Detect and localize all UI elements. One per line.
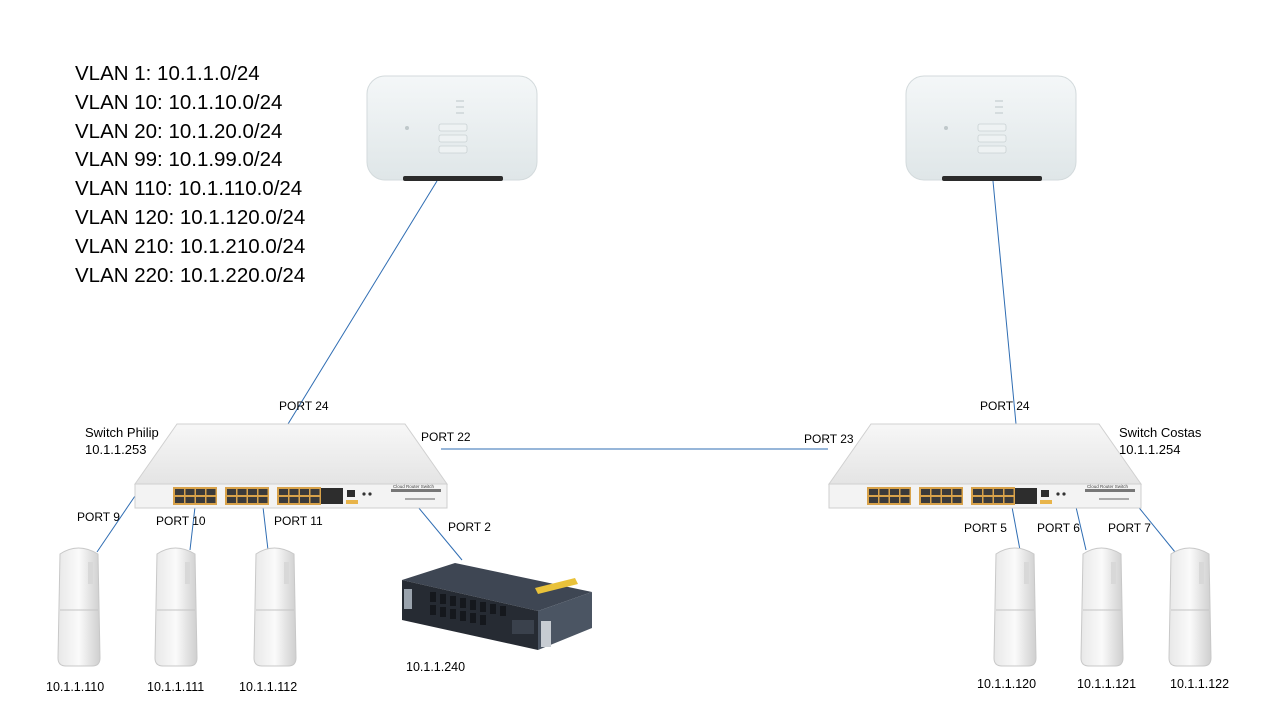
vlan-item: VLAN 120: 10.1.120.0/24 xyxy=(75,205,306,229)
device-ip-label: 10.1.1.121 xyxy=(1077,677,1137,691)
link-server240 xyxy=(417,506,463,561)
link-ap122 xyxy=(1135,503,1176,553)
switch-ip: 10.1.1.253 xyxy=(85,442,147,457)
link-ap112 xyxy=(262,506,269,551)
access-point-icon xyxy=(253,547,297,667)
switch-name: Switch Philip xyxy=(85,425,159,440)
vlan-item: VLAN 20: 10.1.20.0/24 xyxy=(75,119,283,143)
vlan-item: VLAN 210: 10.1.210.0/24 xyxy=(75,234,306,258)
switch-costas-icon: Cloud Router Switch xyxy=(829,424,1141,508)
link-ap111 xyxy=(189,506,196,551)
port-label: PORT 11 xyxy=(274,514,323,528)
link-ap110 xyxy=(96,495,136,553)
device-ip-label: 10.1.1.112 xyxy=(239,680,298,694)
access-point-icon xyxy=(57,547,101,667)
link-ap121 xyxy=(1075,506,1087,551)
vlan-item: VLAN 1: 10.1.1.0/24 xyxy=(75,62,260,85)
access-point-icon xyxy=(993,547,1037,667)
home-router-icon xyxy=(905,75,1077,182)
vlan-item: VLAN 10: 10.1.10.0/24 xyxy=(75,90,283,114)
device-ip-label: 10.1.1.122 xyxy=(1170,677,1230,691)
port-label: PORT 5 xyxy=(964,521,1007,535)
port-label: PORT 6 xyxy=(1037,521,1080,535)
link-ap120 xyxy=(1011,506,1021,551)
port-label-philip-trunk: PORT 22 xyxy=(421,430,471,444)
vlan-item: VLAN 220: 10.1.220.0/24 xyxy=(75,263,306,287)
server-appliance-icon xyxy=(402,563,592,650)
links xyxy=(96,180,1176,561)
device-ip-label: 10.1.1.240 xyxy=(406,660,466,674)
link-router2-costas xyxy=(992,180,1017,425)
switch-philip-icon: Cloud Router Switch xyxy=(135,424,447,508)
switch-name: Switch Costas xyxy=(1119,425,1202,440)
vlan-list: VLAN 1: 10.1.1.0/24 VLAN 10: 10.1.10.0/2… xyxy=(75,60,305,290)
port-label: PORT 10 xyxy=(156,514,206,528)
link-router1-philip xyxy=(287,180,438,425)
access-point-icon xyxy=(154,547,198,667)
switch-ip: 10.1.1.254 xyxy=(1119,442,1181,457)
switch-costas-label: Switch Costas 10.1.1.254 xyxy=(1119,424,1201,458)
vlan-item: VLAN 110: 10.1.110.0/24 xyxy=(75,177,303,201)
device-ip-label: 10.1.1.111 xyxy=(147,680,205,694)
port-label-philip-uplink: PORT 24 xyxy=(279,399,329,413)
switch-brand-label: Cloud Router Switch xyxy=(1087,484,1129,489)
switch-philip-label: Switch Philip 10.1.1.253 xyxy=(85,424,159,458)
port-label-costas-trunk: PORT 23 xyxy=(804,432,854,446)
home-router-icon xyxy=(366,75,538,182)
vlan-item: VLAN 99: 10.1.99.0/24 xyxy=(75,148,283,172)
switch-brand-label: Cloud Router Switch xyxy=(393,484,435,489)
port-label: PORT 2 xyxy=(448,520,491,534)
port-label: PORT 9 xyxy=(77,510,120,524)
port-label-costas-uplink: PORT 24 xyxy=(980,399,1030,413)
port-label: PORT 7 xyxy=(1108,521,1151,535)
access-point-icon xyxy=(1168,547,1212,667)
device-ip-label: 10.1.1.120 xyxy=(977,677,1037,691)
device-ip-label: 10.1.1.110 xyxy=(46,680,105,694)
access-point-icon xyxy=(1080,547,1124,667)
